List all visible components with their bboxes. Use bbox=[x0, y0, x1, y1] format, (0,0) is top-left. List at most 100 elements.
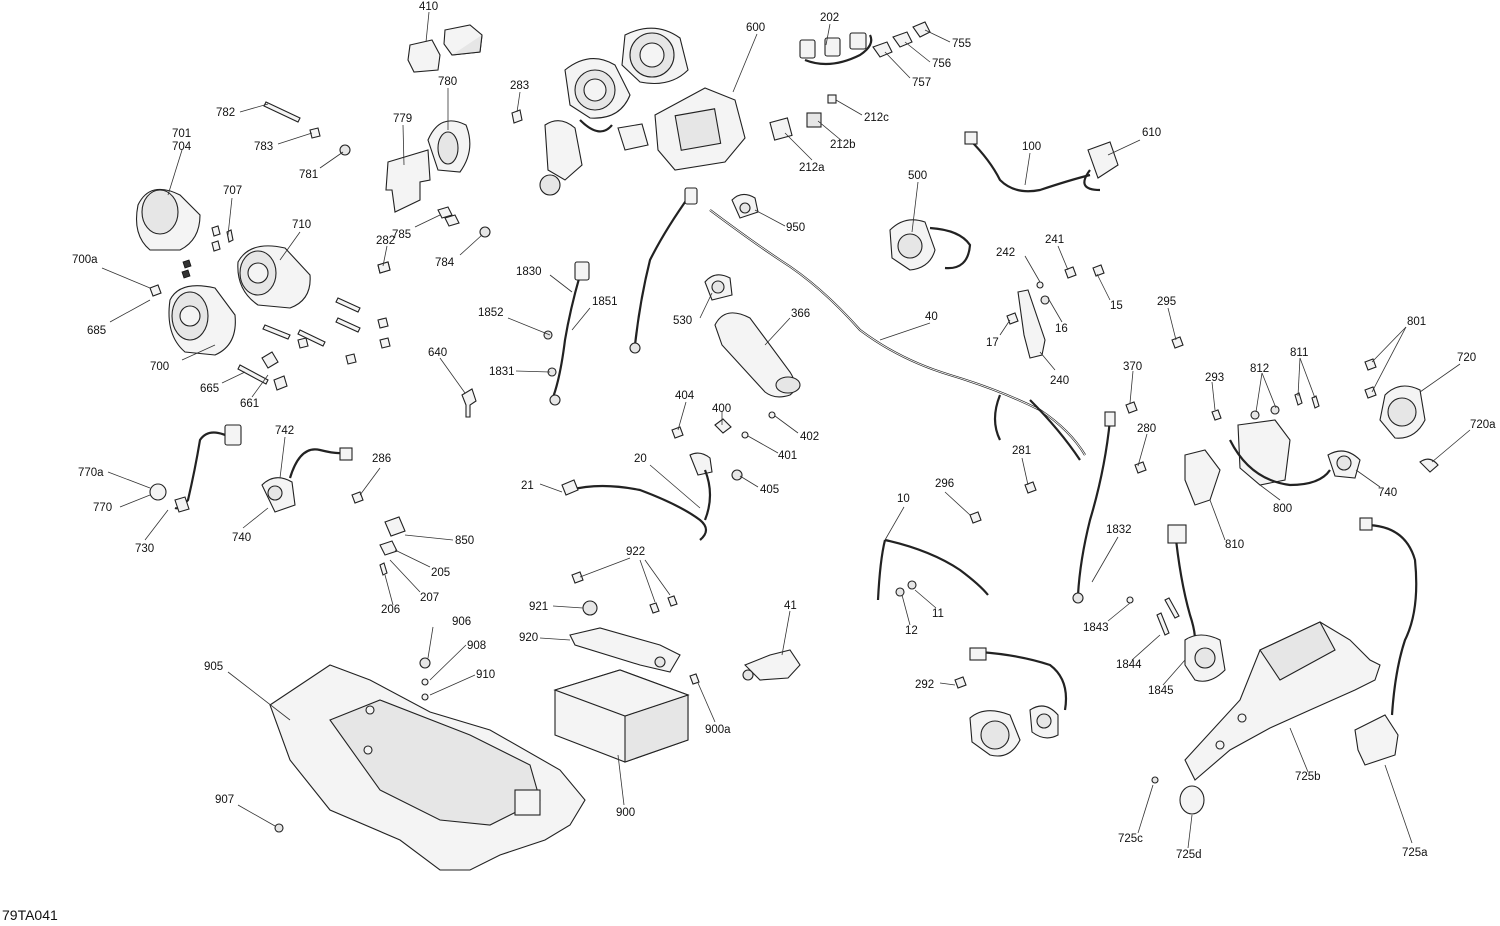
sensor-370-1832 bbox=[1072, 401, 1138, 604]
hardware-785-784 bbox=[437, 206, 491, 238]
harness-202 bbox=[799, 32, 873, 66]
main-harness-40 bbox=[709, 209, 1086, 461]
harness-10 bbox=[876, 538, 989, 601]
callout-810: 810 bbox=[1225, 539, 1244, 551]
callout-21: 21 bbox=[521, 480, 534, 492]
callout-405: 405 bbox=[760, 484, 779, 496]
callout-707: 707 bbox=[223, 185, 242, 197]
switch-530 bbox=[704, 274, 733, 301]
lamp-725a bbox=[1354, 517, 1418, 766]
hardware-1843-1845 bbox=[1126, 524, 1226, 682]
callout-labels: 410 600 202 755 756 757 780 283 782 779 … bbox=[72, 1, 1496, 861]
callout-500: 500 bbox=[908, 170, 927, 182]
sensor-harness bbox=[629, 187, 698, 354]
callout-370: 370 bbox=[1123, 361, 1142, 373]
part-drawings bbox=[135, 21, 1439, 871]
callout-283: 283 bbox=[510, 80, 529, 92]
nut-907 bbox=[274, 823, 284, 833]
callout-725b: 725b bbox=[1295, 771, 1321, 783]
callout-755: 755 bbox=[952, 38, 971, 50]
callout-404: 404 bbox=[675, 390, 695, 402]
callout-910: 910 bbox=[476, 669, 495, 681]
callout-1852: 1852 bbox=[478, 307, 504, 319]
clips-280-281-296 bbox=[969, 461, 1147, 524]
callout-720: 720 bbox=[1457, 352, 1476, 364]
callout-15: 15 bbox=[1110, 300, 1123, 312]
battery-tray-905 bbox=[269, 664, 586, 871]
callout-757: 757 bbox=[912, 77, 931, 89]
headlight-700 bbox=[149, 284, 236, 356]
callout-900a: 900a bbox=[705, 724, 731, 736]
drawing-code: 79TA041 bbox=[2, 907, 58, 923]
callout-401: 401 bbox=[778, 450, 797, 462]
callout-1845: 1845 bbox=[1148, 685, 1174, 697]
light-740-right bbox=[1229, 439, 1361, 487]
light-720 bbox=[1364, 358, 1439, 473]
horn-780 bbox=[427, 120, 471, 173]
battery-cable-20 bbox=[561, 452, 713, 541]
callout-900: 900 bbox=[616, 807, 635, 819]
callout-922: 922 bbox=[626, 546, 645, 558]
callout-11: 11 bbox=[932, 608, 944, 620]
callout-296: 296 bbox=[935, 478, 954, 490]
cap-725d bbox=[1179, 785, 1205, 815]
callout-207: 207 bbox=[420, 592, 439, 604]
callout-665: 665 bbox=[200, 383, 219, 395]
callout-906: 906 bbox=[452, 616, 471, 628]
callout-725a: 725a bbox=[1402, 847, 1428, 859]
callout-17: 17 bbox=[986, 337, 999, 349]
callout-720a: 720a bbox=[1470, 419, 1496, 431]
module-800 bbox=[1184, 392, 1320, 506]
callout-704: 704 bbox=[172, 141, 192, 153]
lights-lower bbox=[954, 647, 1068, 757]
callout-530: 530 bbox=[673, 315, 692, 327]
callout-920: 920 bbox=[519, 632, 538, 644]
callout-800: 800 bbox=[1273, 503, 1292, 515]
callout-240: 240 bbox=[1050, 375, 1069, 387]
hardware-920-922 bbox=[569, 571, 681, 673]
callout-850: 850 bbox=[455, 535, 474, 547]
relay-410 bbox=[407, 24, 483, 73]
callout-905: 905 bbox=[204, 661, 223, 673]
callout-10: 10 bbox=[897, 493, 910, 505]
callout-205: 205 bbox=[431, 567, 450, 579]
callout-16: 16 bbox=[1055, 323, 1068, 335]
callout-212c: 212c bbox=[864, 112, 889, 124]
callout-812: 812 bbox=[1250, 363, 1269, 375]
hardware-782-783-781 bbox=[263, 101, 351, 156]
actuator-500 bbox=[889, 219, 972, 271]
callout-610: 610 bbox=[1142, 127, 1161, 139]
callout-600: 600 bbox=[746, 22, 765, 34]
headlight-710 bbox=[237, 245, 311, 309]
callout-685: 685 bbox=[87, 325, 106, 337]
callout-801: 801 bbox=[1407, 316, 1426, 328]
callout-366: 366 bbox=[791, 308, 810, 320]
callout-282: 282 bbox=[376, 235, 395, 247]
callout-206: 206 bbox=[381, 604, 400, 616]
callout-41: 41 bbox=[784, 600, 797, 612]
callout-1830: 1830 bbox=[516, 266, 542, 278]
callout-402: 402 bbox=[800, 431, 819, 443]
callout-202: 202 bbox=[820, 12, 839, 24]
connectors-212 bbox=[769, 94, 837, 141]
callout-241: 241 bbox=[1045, 234, 1064, 246]
callout-921: 921 bbox=[529, 601, 548, 613]
callout-640: 640 bbox=[428, 347, 447, 359]
callout-280: 280 bbox=[1137, 423, 1156, 435]
callout-780: 780 bbox=[438, 76, 457, 88]
bracket-240 bbox=[1017, 289, 1050, 359]
callout-293: 293 bbox=[1205, 372, 1224, 384]
callout-100: 100 bbox=[1022, 141, 1041, 153]
callout-779: 779 bbox=[393, 113, 412, 125]
clip-295 bbox=[1171, 336, 1184, 349]
callout-742: 742 bbox=[275, 425, 294, 437]
boot-366 bbox=[714, 312, 801, 398]
callout-400: 400 bbox=[712, 403, 731, 415]
callout-740: 740 bbox=[232, 532, 251, 544]
bracket-779 bbox=[385, 149, 431, 213]
sensor-harness-1830 bbox=[543, 261, 590, 406]
callout-1844: 1844 bbox=[1116, 659, 1142, 671]
callout-730: 730 bbox=[135, 543, 154, 555]
callout-770: 770 bbox=[93, 502, 112, 514]
callout-783: 783 bbox=[254, 141, 273, 153]
